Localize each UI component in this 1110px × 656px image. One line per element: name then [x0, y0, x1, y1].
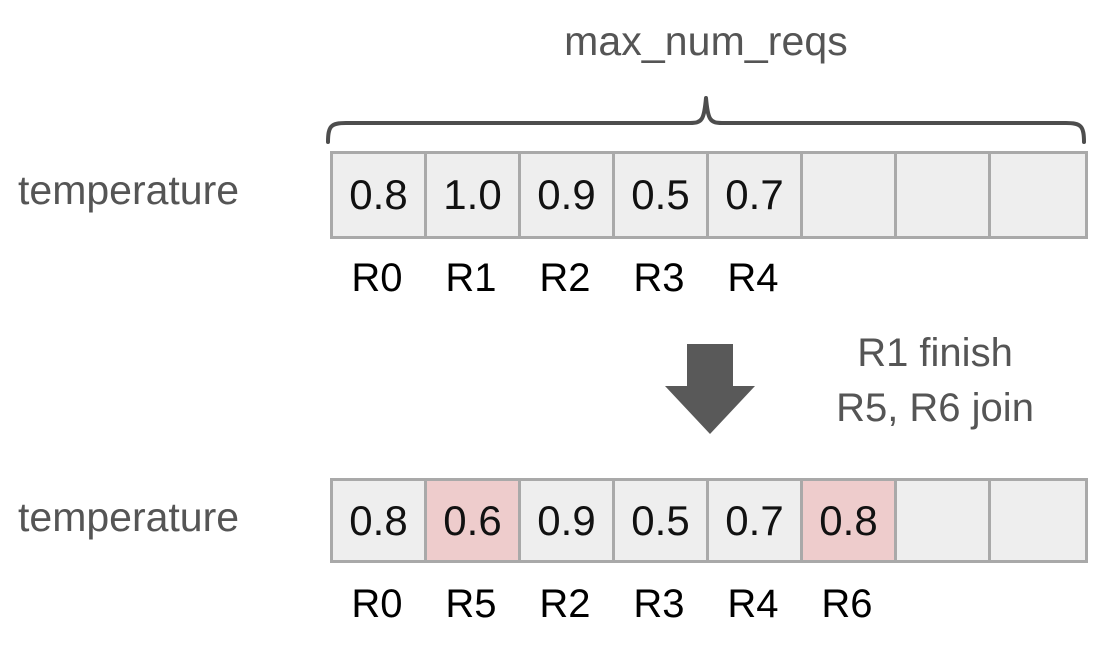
request-id-labels-after: R0 R5 R2 R3 R4 R6: [330, 584, 1082, 624]
request-id-label: R2: [539, 582, 591, 626]
transition-note-line-1: R1 finish: [857, 331, 1013, 375]
slot-cell[interactable]: 1.0: [427, 154, 521, 236]
transition-note-line-2: R5, R6 join: [836, 386, 1034, 430]
request-id-label: R0: [351, 256, 403, 300]
slot-cell[interactable]: 0.8: [333, 154, 427, 236]
request-id-label-empty: [988, 584, 1082, 624]
request-id-label: R3: [633, 582, 685, 626]
row-label-temperature-after: temperature: [18, 494, 240, 540]
request-id-label: R4: [727, 582, 779, 626]
slot-cell-highlighted[interactable]: 0.6: [427, 481, 521, 560]
request-id-label: R4: [727, 256, 779, 300]
request-id-label-empty: [800, 258, 894, 298]
request-id-labels-before: R0 R1 R2 R3 R4: [330, 258, 1082, 298]
request-id-label: R0: [351, 582, 403, 626]
slot-cell-highlighted[interactable]: 0.8: [803, 481, 897, 560]
curly-brace-top-icon: [326, 96, 1086, 144]
request-id-label: R3: [633, 256, 685, 300]
down-arrow-icon: [665, 344, 755, 434]
max-num-reqs-label: max_num_reqs: [564, 18, 848, 64]
slot-cell-empty[interactable]: [803, 154, 897, 236]
request-id-label-empty: [894, 258, 988, 298]
slot-cell[interactable]: 0.5: [615, 154, 709, 236]
slot-cell[interactable]: 0.7: [709, 481, 803, 560]
slot-cell-empty[interactable]: [897, 481, 991, 560]
request-id-label: R2: [539, 256, 591, 300]
slot-cell[interactable]: 0.8: [333, 481, 427, 560]
slot-cell-empty[interactable]: [991, 154, 1085, 236]
slot-cell[interactable]: 0.7: [709, 154, 803, 236]
slot-cell[interactable]: 0.5: [615, 481, 709, 560]
slot-grid-before: 0.8 1.0 0.9 0.5 0.7: [330, 151, 1088, 239]
request-id-label: R1: [445, 256, 497, 300]
slot-cell[interactable]: 0.9: [521, 481, 615, 560]
row-label-temperature-before: temperature: [18, 167, 240, 213]
request-id-label: R5: [445, 582, 497, 626]
slot-cell-empty[interactable]: [897, 154, 991, 236]
slot-grid-after: 0.8 0.6 0.9 0.5 0.7 0.8: [330, 478, 1088, 563]
slot-cell[interactable]: 0.9: [521, 154, 615, 236]
transition-note: R1 finish R5, R6 join: [800, 326, 1070, 436]
slot-cell-empty[interactable]: [991, 481, 1085, 560]
request-id-label-empty: [894, 584, 988, 624]
request-id-label-empty: [988, 258, 1082, 298]
request-id-label: R6: [821, 582, 873, 626]
